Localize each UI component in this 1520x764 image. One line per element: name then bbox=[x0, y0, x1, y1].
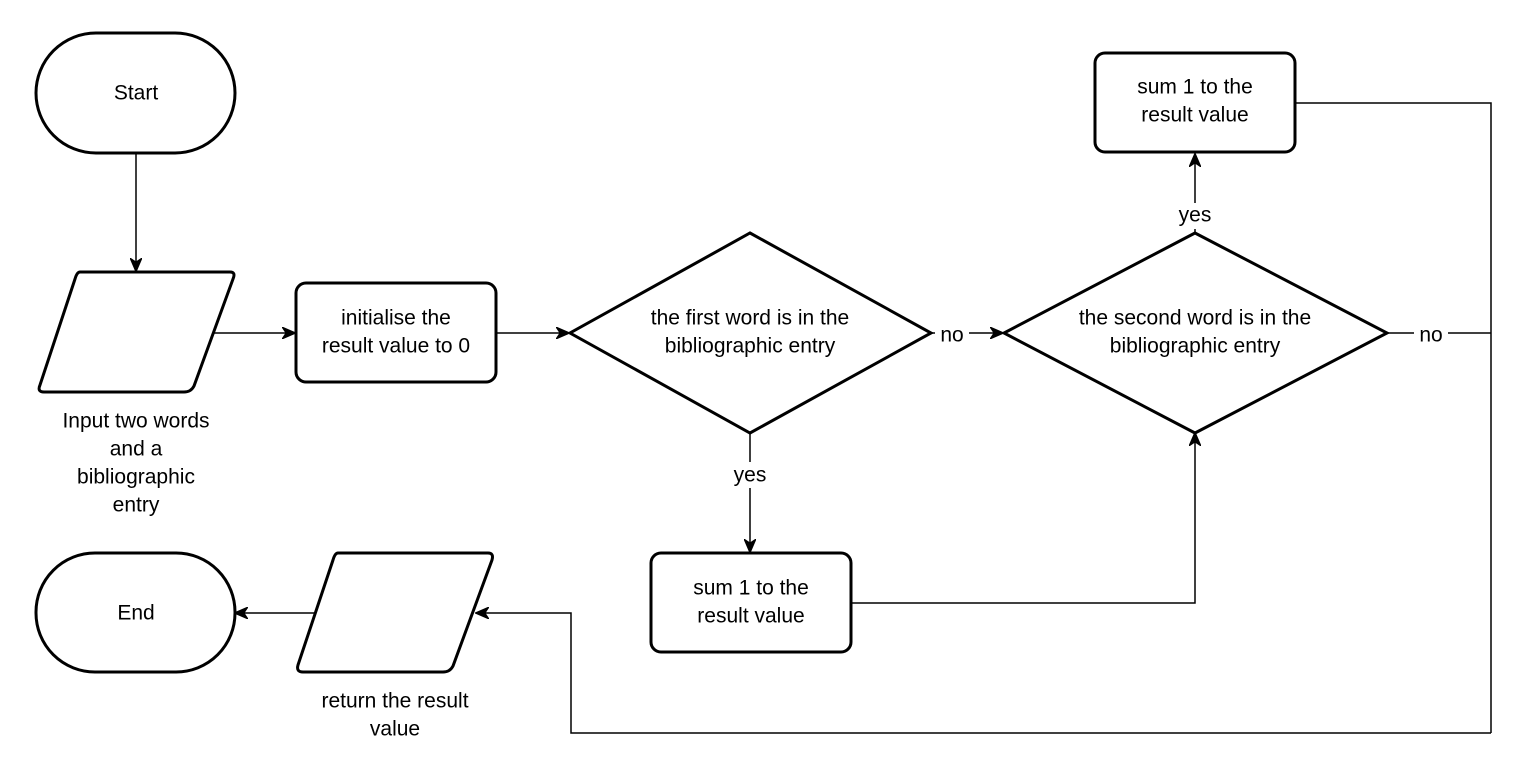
first-decision-line2: bibliographic entry bbox=[665, 335, 836, 358]
end-terminal: End bbox=[34, 551, 237, 674]
first-word-decision: the first word is in the bibliographic e… bbox=[566, 231, 935, 435]
sum-bottom-process: sum 1 to the result value bbox=[649, 551, 853, 654]
init-label-line2: result value to 0 bbox=[322, 335, 470, 358]
label-second-no: no bbox=[1414, 322, 1448, 347]
edge-sum-top-to-right-rail bbox=[1295, 102, 1492, 733]
sum-top-process: sum 1 to the result value bbox=[1093, 51, 1297, 154]
input-label-line3: bibliographic bbox=[77, 466, 195, 489]
start-terminal: Start bbox=[34, 31, 237, 155]
return-parallelogram: return the result value bbox=[296, 551, 494, 741]
sum-bottom-line2: result value bbox=[697, 605, 804, 628]
input-label-line2: and a bbox=[110, 438, 163, 461]
label-second-yes: yes bbox=[1173, 203, 1217, 229]
return-label-line2: value bbox=[370, 718, 420, 741]
end-label: End bbox=[117, 602, 154, 625]
label-first-yes: yes bbox=[728, 462, 772, 488]
start-label: Start bbox=[114, 82, 159, 105]
second-decision-line2: bibliographic entry bbox=[1110, 335, 1281, 358]
label-first-no: no bbox=[935, 322, 969, 347]
label-first-yes-text: yes bbox=[734, 464, 767, 487]
sum-top-line1: sum 1 to the bbox=[1137, 76, 1253, 99]
label-first-no-text: no bbox=[940, 324, 963, 347]
return-label-line1: return the result bbox=[321, 690, 468, 713]
label-second-no-text: no bbox=[1419, 324, 1442, 347]
edge-sum-bottom-to-second-decision bbox=[851, 434, 1195, 604]
input-label-line1: Input two words bbox=[62, 410, 209, 433]
second-word-decision: the second word is in the bibliographic … bbox=[1000, 231, 1391, 435]
edge-rail-to-return bbox=[477, 613, 1491, 734]
second-decision-line1: the second word is in the bbox=[1079, 307, 1311, 330]
initialise-process: initialise the result value to 0 bbox=[294, 281, 498, 384]
label-second-yes-text: yes bbox=[1179, 204, 1212, 227]
sum-top-line2: result value bbox=[1141, 104, 1248, 127]
sum-bottom-line1: sum 1 to the bbox=[693, 577, 809, 600]
init-label-line1: initialise the bbox=[341, 307, 451, 330]
first-decision-line1: the first word is in the bbox=[651, 307, 849, 330]
input-label-line4: entry bbox=[113, 494, 160, 517]
input-parallelogram: Input two words and a bibliographic entr… bbox=[37, 270, 236, 517]
